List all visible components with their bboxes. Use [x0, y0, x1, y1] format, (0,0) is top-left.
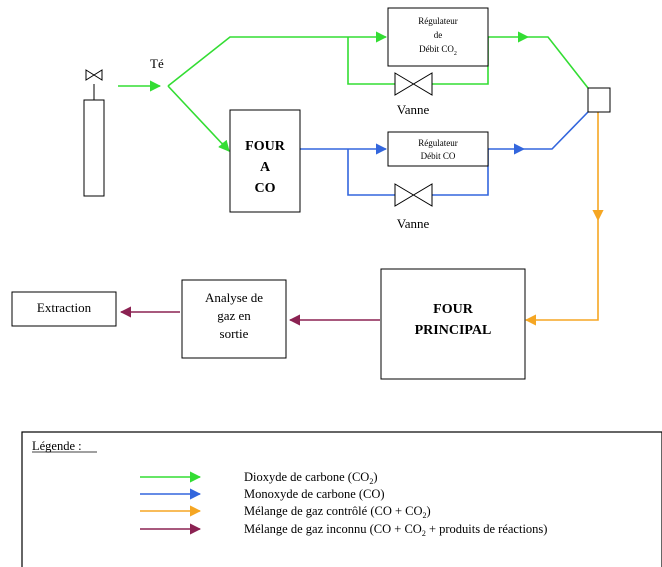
legend-item-mix-controlled-text: Mélange de gaz contrôlé (CO + CO2) — [244, 504, 431, 520]
extraction-box: Extraction — [11, 291, 117, 327]
legend-item-co2: Dioxyde de carbone (CO2) — [140, 470, 377, 486]
legend-item-co: Monoxyde de carbone (CO) — [140, 487, 385, 501]
legend-item-mix-unknown-text: Mélange de gaz inconnu (CO + CO2 + produ… — [244, 522, 547, 538]
four-a-co-line3: CO — [255, 181, 276, 196]
regulator-co2-line3: Débit CO2 — [419, 44, 457, 57]
four-a-co-box: FOUR A CO — [229, 109, 301, 213]
valve-bottom-icon — [394, 183, 433, 207]
cylinder-valve-icon — [85, 69, 103, 81]
analyse-line3: sortie — [220, 326, 249, 341]
te-label: Té — [150, 56, 164, 71]
merge-junction-box — [587, 87, 611, 113]
analyse-line2: gaz en — [217, 308, 251, 323]
legend-item-mix-unknown: Mélange de gaz inconnu (CO + CO2 + produ… — [140, 522, 547, 538]
regulator-co-line2: Débit CO — [421, 151, 456, 161]
regulator-co2-line2: de — [434, 30, 443, 40]
vanne-top-label: Vanne — [397, 102, 430, 117]
legend-box: Légende : Dioxyde de carbone (CO2) Monox… — [21, 431, 662, 567]
four-principal-line1: FOUR — [433, 302, 474, 317]
regulator-co2-line1: Régulateur — [418, 16, 458, 26]
analyse-gaz-box: Analyse de gaz en sortie — [181, 279, 287, 359]
regulator-co2-sub: 2 — [454, 51, 457, 57]
analyse-line1: Analyse de — [205, 290, 263, 305]
four-principal-line2: PRINCIPAL — [415, 323, 492, 338]
legend-item-mix-controlled: Mélange de gaz contrôlé (CO + CO2) — [140, 504, 431, 520]
four-a-co-line1: FOUR — [245, 139, 286, 154]
four-principal-box: FOUR PRINCIPAL — [380, 268, 526, 380]
mix-controlled-flow-line — [524, 112, 604, 326]
four-a-co-line2: A — [260, 160, 271, 175]
regulator-co-box: Régulateur Débit CO — [387, 131, 489, 167]
legend-item-co-text: Monoxyde de carbone (CO) — [244, 487, 385, 501]
legend-item-co2-text: Dioxyde de carbone (CO2) — [244, 470, 377, 486]
gas-cylinder-icon — [83, 84, 105, 197]
extraction-label: Extraction — [37, 300, 92, 315]
vanne-bottom-label: Vanne — [397, 216, 430, 231]
co2-flow-lines — [118, 31, 589, 152]
valve-top-icon — [394, 72, 433, 96]
regulator-co-line1: Régulateur — [418, 138, 458, 148]
legend-title: Légende : — [32, 439, 82, 453]
mix-unknown-flow-lines — [119, 306, 380, 326]
regulator-co2-line3-text: Débit CO — [419, 44, 454, 54]
regulator-co2-box: Régulateur de Débit CO2 — [387, 7, 489, 67]
